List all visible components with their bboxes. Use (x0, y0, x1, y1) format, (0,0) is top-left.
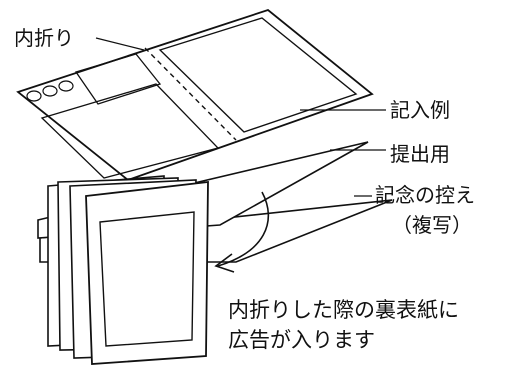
note-line-2: 広告が入ります (228, 328, 375, 352)
form-circle-3 (58, 80, 74, 92)
label-copy: （複写） (392, 213, 472, 237)
form-left-panel (40, 83, 220, 179)
leader-inner-fold (95, 37, 145, 51)
fold-arrow-head (214, 253, 235, 273)
fold-line (144, 47, 237, 141)
label-entry-example: 記入例 (390, 98, 450, 122)
label-inner-fold: 内折り (14, 26, 74, 50)
fold-arrow (217, 191, 270, 267)
label-keepsake: 記念の控え (375, 183, 475, 207)
form-circle-2 (42, 85, 58, 97)
back-cover-ad-area (99, 211, 195, 347)
booklet-back-cover (85, 180, 209, 365)
form-circle-1 (26, 90, 42, 102)
form-photo-box (74, 53, 162, 105)
note-line-1: 内折りした際の裏表紙に (228, 298, 459, 322)
label-submission: 提出用 (390, 142, 450, 166)
sheet-entry-example (16, 8, 374, 182)
form-right-panel (158, 17, 358, 133)
